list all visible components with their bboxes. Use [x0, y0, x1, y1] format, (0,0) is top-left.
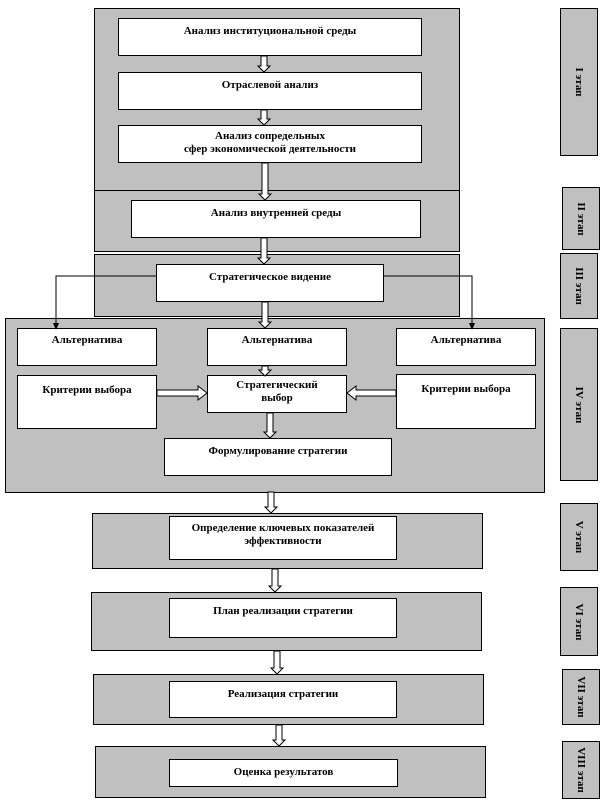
- stage-label-4-text: IV этап: [573, 386, 585, 423]
- stage-label-7: VII этап: [562, 669, 600, 725]
- stage-label-2-text: II этап: [575, 201, 587, 236]
- alternative-center-text: Альтернатива: [241, 334, 313, 346]
- results-evaluation-text: Оценка результатов: [233, 766, 334, 778]
- criteria-right-box: Критерии выбора: [396, 374, 536, 429]
- criteria-left-text: Критерии выбора: [42, 384, 132, 396]
- arrow-stage6-to-stage7-icon: [269, 650, 285, 675]
- stage-label-5: V этап: [560, 503, 598, 571]
- stage-label-3: III этап: [560, 253, 598, 319]
- stage-label-6-text: VI этап: [573, 603, 585, 640]
- stage-label-1: I этап: [560, 8, 598, 156]
- arrow-stage5-to-stage6-icon: [267, 568, 283, 593]
- strategic-vision-text: Стратегическое видение: [209, 271, 331, 283]
- internal-analysis-text: Анализ внутренней среды: [210, 207, 342, 219]
- strategy-formulation-box: Формулирование стратегии: [164, 438, 392, 476]
- institutional-analysis-box: Анализ институциональной среды: [118, 18, 422, 56]
- industry-analysis-text: Отраслевой анализ: [221, 79, 319, 91]
- criteria-left-box: Критерии выбора: [17, 375, 157, 429]
- strategic-choice-text-2: выбор: [261, 392, 293, 404]
- stage-label-7-text: VII этап: [575, 676, 587, 718]
- strategy-implementation-text: Реализация стратегии: [227, 688, 339, 700]
- implementation-plan-text: План реализации стратегии: [213, 605, 353, 617]
- alternative-right-text: Альтернатива: [430, 334, 502, 346]
- stage-label-8: VIII этап: [562, 741, 600, 799]
- results-evaluation-box: Оценка результатов: [169, 759, 398, 787]
- alternative-left-box: Альтернатива: [17, 328, 157, 366]
- stage-label-6: VI этап: [560, 587, 598, 656]
- stage-label-8-text: VIII этап: [575, 747, 587, 793]
- stage-8-panel: [95, 746, 486, 798]
- alternative-left-text: Альтернатива: [51, 334, 123, 346]
- institutional-analysis-text: Анализ институциональной среды: [183, 25, 357, 37]
- industry-analysis-box: Отраслевой анализ: [118, 72, 422, 110]
- implementation-plan-box: План реализации стратегии: [169, 598, 397, 638]
- stage-label-2: II этап: [562, 187, 600, 250]
- adjacent-spheres-text-1: Анализ сопредельных: [215, 130, 325, 142]
- stage-label-4: IV этап: [560, 328, 598, 481]
- strategic-choice-text-1: Стратегический: [236, 379, 318, 391]
- strategy-implementation-box: Реализация стратегии: [169, 681, 397, 718]
- kpi-definition-text-1: Определение ключевых показателей: [191, 522, 375, 534]
- kpi-definition-text-2: эффективности: [244, 535, 322, 547]
- arrow-stage7-to-stage8-icon: [271, 724, 287, 747]
- internal-analysis-box: Анализ внутренней среды: [131, 200, 421, 238]
- stage-label-3-text: III этап: [573, 267, 585, 305]
- arrow-stage4-to-stage5-icon: [263, 491, 279, 514]
- alternative-center-box: Альтернатива: [207, 328, 347, 366]
- strategic-vision-box: Стратегическое видение: [156, 264, 384, 302]
- adjacent-spheres-text-2: сфер экономической деятельности: [183, 143, 357, 155]
- criteria-right-text: Критерии выбора: [421, 383, 511, 395]
- stage-label-5-text: V этап: [573, 520, 585, 554]
- strategy-formulation-text: Формулирование стратегии: [208, 445, 348, 457]
- alternative-right-box: Альтернатива: [396, 328, 536, 366]
- stage-label-1-text: I этап: [573, 67, 585, 97]
